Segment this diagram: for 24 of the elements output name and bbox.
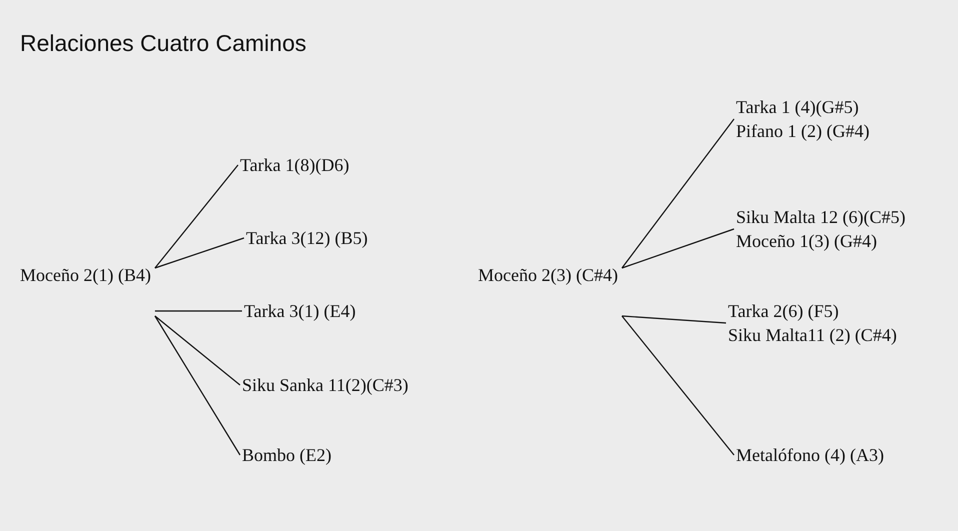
node-label: Siku Malta 12 (6)(C#5) bbox=[736, 206, 906, 228]
connector-line bbox=[154, 164, 238, 268]
node-label: Metalófono (4) (A3) bbox=[736, 444, 884, 466]
node-label: Tarka 3(12) (B5) bbox=[246, 227, 368, 249]
node-label: Moceño 2(1) (B4) bbox=[20, 264, 151, 286]
connector-line bbox=[154, 310, 242, 312]
node-label: Tarka 1 (4)(G#5) bbox=[736, 96, 860, 118]
connector-line bbox=[154, 316, 241, 456]
node-label: Tarka 1(8)(D6) bbox=[240, 154, 350, 176]
node-label: Tarka 3(1) (E4) bbox=[244, 300, 356, 322]
node-label: Moceño 1(3) (G#4) bbox=[736, 230, 878, 252]
connector-line bbox=[154, 237, 244, 269]
node-label: Bombo (E2) bbox=[242, 444, 332, 466]
node-label: Tarka 2(6) (F5) bbox=[728, 300, 840, 322]
connector-line bbox=[622, 315, 726, 324]
node-label: Siku Sanka 11(2)(C#3) bbox=[242, 374, 408, 396]
diagram-title: Relaciones Cuatro Caminos bbox=[20, 29, 306, 58]
node-label: Moceño 2(3) (C#4) bbox=[478, 264, 618, 286]
connector-line bbox=[622, 228, 734, 269]
node-label: Siku Malta11 (2) (C#4) bbox=[728, 324, 897, 346]
connector-line bbox=[622, 316, 734, 456]
node-label: Pifano 1 (2) (G#4) bbox=[736, 120, 870, 142]
connector-line bbox=[154, 316, 240, 386]
connector-line bbox=[622, 118, 734, 268]
